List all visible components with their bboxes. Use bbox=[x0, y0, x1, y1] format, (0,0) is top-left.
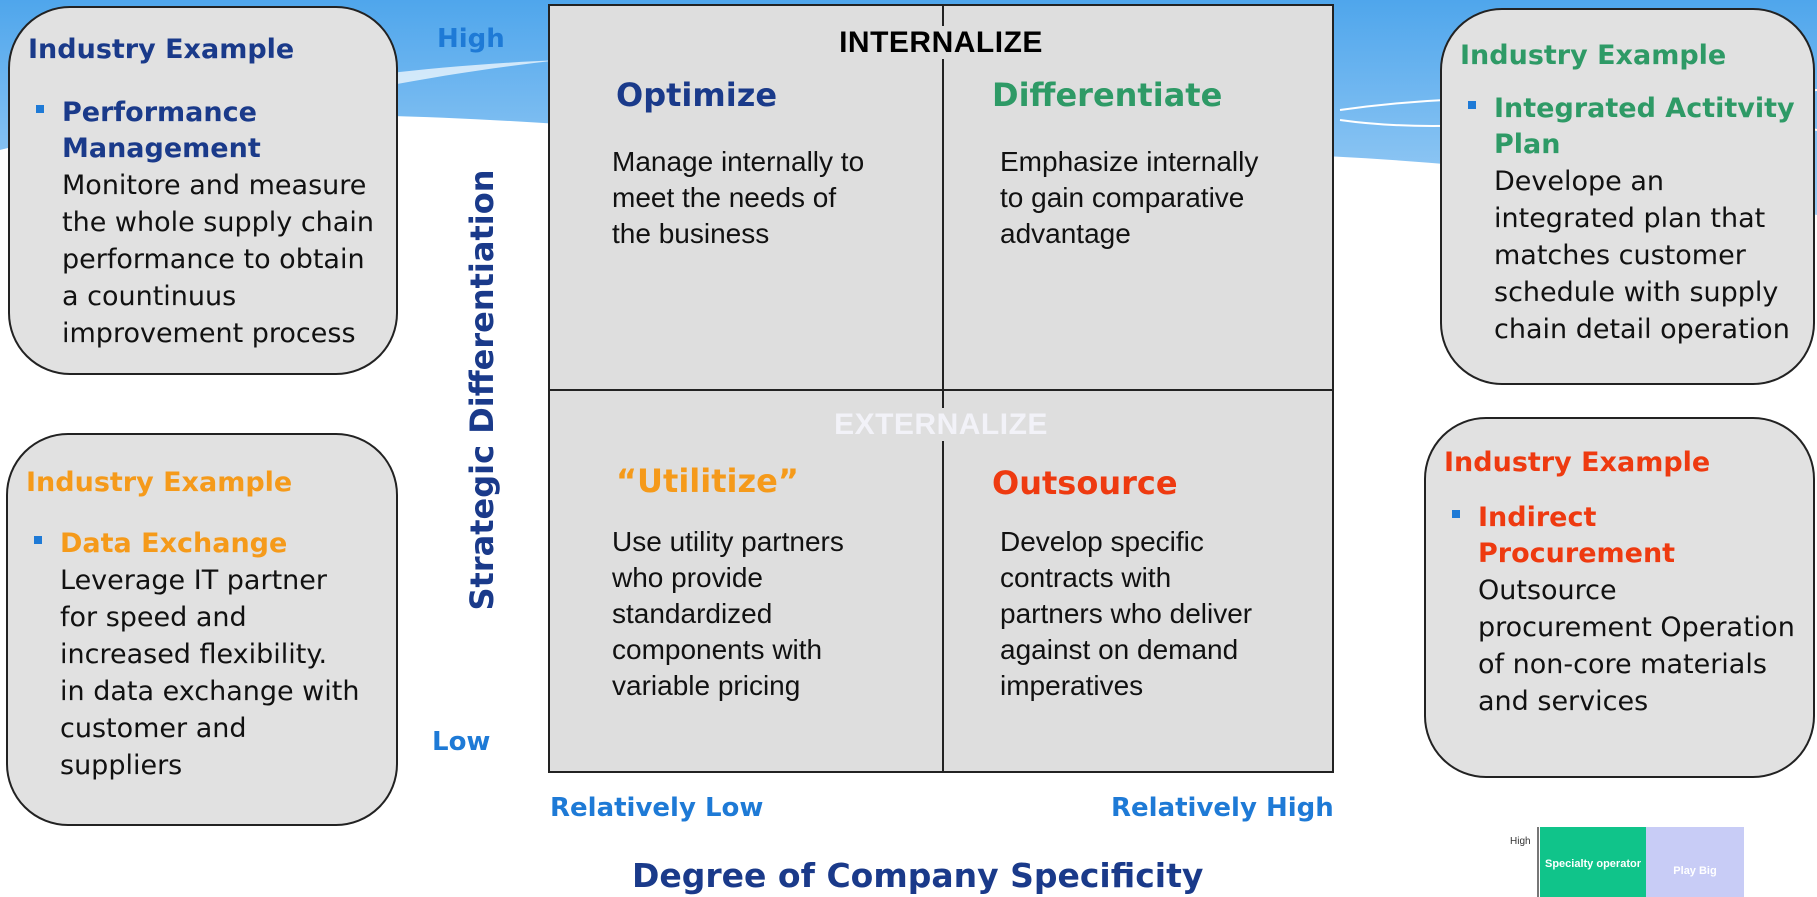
vertical-divider bbox=[942, 6, 944, 771]
card-title: Integrated Actitvity Plan bbox=[1494, 93, 1795, 160]
card-heading: Industry Example bbox=[1444, 447, 1711, 478]
industry-example-card-data-exchange: Industry Example Data Exchange Leverage … bbox=[6, 433, 398, 826]
externalize-label: EXTERNALIZE bbox=[822, 408, 1060, 441]
y-axis-title: Strategic Differentiation bbox=[463, 169, 501, 611]
y-axis-low-label: Low bbox=[432, 727, 491, 757]
quadrant-text-outsource: Develop specific contracts with partners… bbox=[1000, 526, 1253, 701]
x-axis-title: Degree of Company Specificity bbox=[632, 856, 1204, 895]
x-axis-low-label: Relatively Low bbox=[550, 793, 764, 823]
industry-example-card-procurement: Industry Example Indirect Procurement Ou… bbox=[1424, 417, 1815, 778]
quadrant-title-optimize: Optimize bbox=[616, 76, 778, 114]
card-title: Indirect Procurement bbox=[1478, 502, 1676, 569]
horizontal-divider bbox=[550, 389, 1332, 391]
card-title: Data Exchange bbox=[60, 528, 288, 559]
bullet-icon bbox=[34, 536, 42, 544]
thumbnail-cell-specialty: Specialty operator bbox=[1540, 827, 1646, 897]
card-heading: Industry Example bbox=[1460, 40, 1727, 71]
quadrant-title-differentiate: Differentiate bbox=[992, 76, 1223, 114]
card-description: Leverage IT partner for speed and increa… bbox=[60, 565, 360, 781]
quadrant-text-optimize: Manage internally to meet the needs of t… bbox=[612, 146, 865, 249]
quadrant-text-utilitize: Use utility partners who provide standar… bbox=[612, 526, 844, 701]
card-title: Performance Management bbox=[62, 97, 261, 164]
industry-example-card-performance: Industry Example Performance Management … bbox=[8, 6, 398, 375]
thumbnail-matrix: High Specialty operator Play Big bbox=[1492, 823, 1752, 897]
zone-title-externalize: EXTERNALIZE bbox=[550, 408, 1332, 442]
y-axis-high-label: High bbox=[437, 24, 505, 54]
card-heading: Industry Example bbox=[26, 467, 293, 498]
quadrant-title-utilitize: “Utilitize” bbox=[616, 462, 799, 500]
x-axis-high-label: Relatively High bbox=[1111, 793, 1334, 823]
thumbnail-cell-play-big-label: Play Big bbox=[1673, 865, 1717, 877]
strategy-matrix: INTERNALIZE EXTERNALIZE Optimize Manage … bbox=[548, 4, 1334, 773]
card-description: Monitore and measure the whole supply ch… bbox=[62, 170, 374, 349]
bullet-icon bbox=[36, 105, 44, 113]
thumbnail-cell-specialty-label: Specialty operator bbox=[1545, 858, 1641, 870]
thumbnail-cell-play-big: Play Big bbox=[1646, 827, 1744, 897]
card-description: Develope an integrated plan that matches… bbox=[1494, 166, 1790, 345]
thumbnail-axis bbox=[1537, 827, 1539, 897]
internalize-label: INTERNALIZE bbox=[827, 26, 1055, 59]
card-heading: Industry Example bbox=[28, 34, 295, 65]
zone-title-internalize: INTERNALIZE bbox=[550, 26, 1332, 60]
industry-example-card-activity-plan: Industry Example Integrated Actitvity Pl… bbox=[1440, 8, 1815, 385]
bullet-icon bbox=[1452, 510, 1460, 518]
thumbnail-high-label: High bbox=[1510, 836, 1531, 847]
card-description: Outsource procurement Operation of non-c… bbox=[1478, 575, 1795, 717]
quadrant-text-differentiate: Emphasize internally to gain comparative… bbox=[1000, 146, 1259, 249]
quadrant-title-outsource: Outsource bbox=[992, 464, 1178, 502]
bullet-icon bbox=[1468, 101, 1476, 109]
